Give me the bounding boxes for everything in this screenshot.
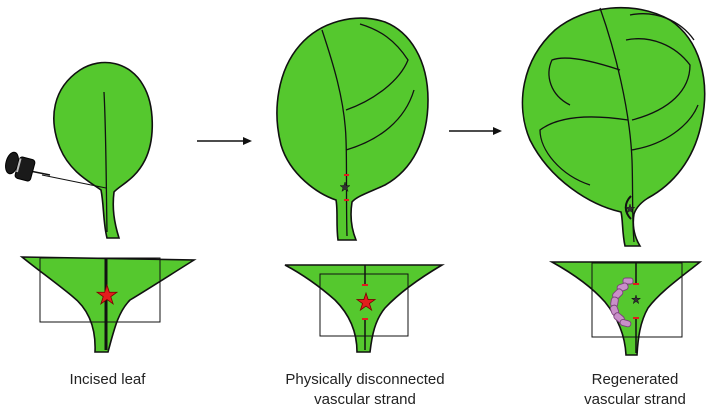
incised-closeup [22, 257, 194, 352]
leaf-blade [277, 18, 428, 240]
disconnected-leaf [277, 18, 428, 240]
regenerated-closeup [552, 262, 700, 355]
regenerated-leaf [522, 8, 704, 246]
incised-leaf [3, 63, 152, 238]
closeup-blade [552, 262, 700, 355]
closeup-blade [285, 265, 442, 352]
leaf-blade [522, 8, 704, 246]
caption-disconnected: Physically disconnected vascular strand [250, 370, 480, 410]
right-arrow-icon [449, 127, 502, 135]
caption-incised: Incised leaf [20, 370, 195, 390]
caption-line: vascular strand [560, 390, 710, 410]
disconnected-closeup [285, 265, 442, 352]
caption-line: Regenerated [560, 370, 710, 390]
caption-line: Physically disconnected [250, 370, 480, 390]
caption-line: Incised leaf [20, 370, 195, 390]
push-pin-icon [3, 151, 50, 182]
caption-line: vascular strand [250, 390, 480, 410]
caption-regenerated: Regenerated vascular strand [560, 370, 710, 410]
closeup-blade [22, 257, 194, 352]
leaf-blade [54, 63, 152, 238]
right-arrow-icon [197, 137, 252, 145]
